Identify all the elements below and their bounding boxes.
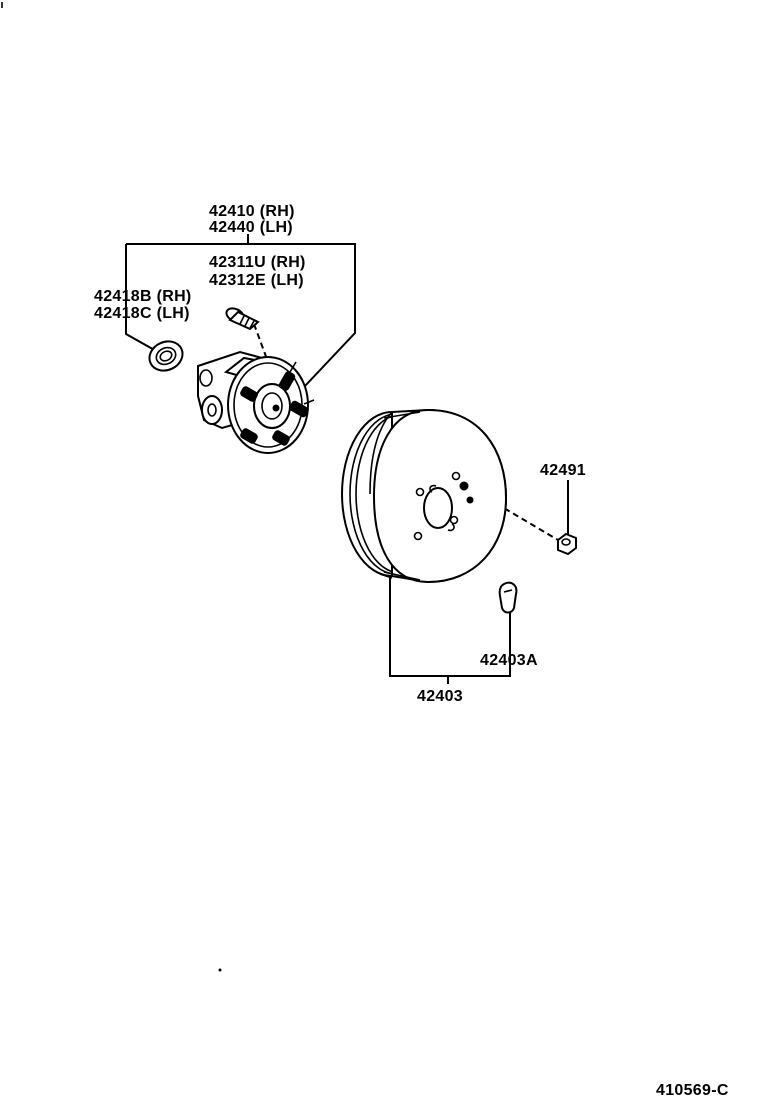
label-seal-rh: 42418B (RH) (94, 288, 192, 305)
label-hub-lh: 42440 (LH) (209, 219, 293, 236)
hub-bearing-assembly-icon (197, 350, 315, 454)
label-bolt-lh: 42312E (LH) (209, 272, 304, 289)
label-nut: 42491 (540, 462, 586, 479)
scan-dot (218, 968, 222, 972)
label-plug: 42403A (480, 652, 538, 669)
oil-seal-icon (148, 340, 184, 372)
label-seal-lh: 42418C (LH) (94, 305, 190, 322)
label-bolt-rh: 42311U (RH) (209, 254, 306, 271)
label-hub-rh: 42410 (RH) (209, 203, 295, 220)
leader-lines (125, 234, 569, 684)
hub-nut-icon (557, 532, 577, 556)
wheel-studs (240, 361, 315, 446)
brake-drum-icon (341, 408, 508, 584)
hub-bolt-icon (225, 307, 260, 331)
figure-code: 410569-C (656, 1082, 729, 1099)
label-drum: 42403 (417, 688, 463, 705)
hole-plug-icon (498, 581, 518, 614)
